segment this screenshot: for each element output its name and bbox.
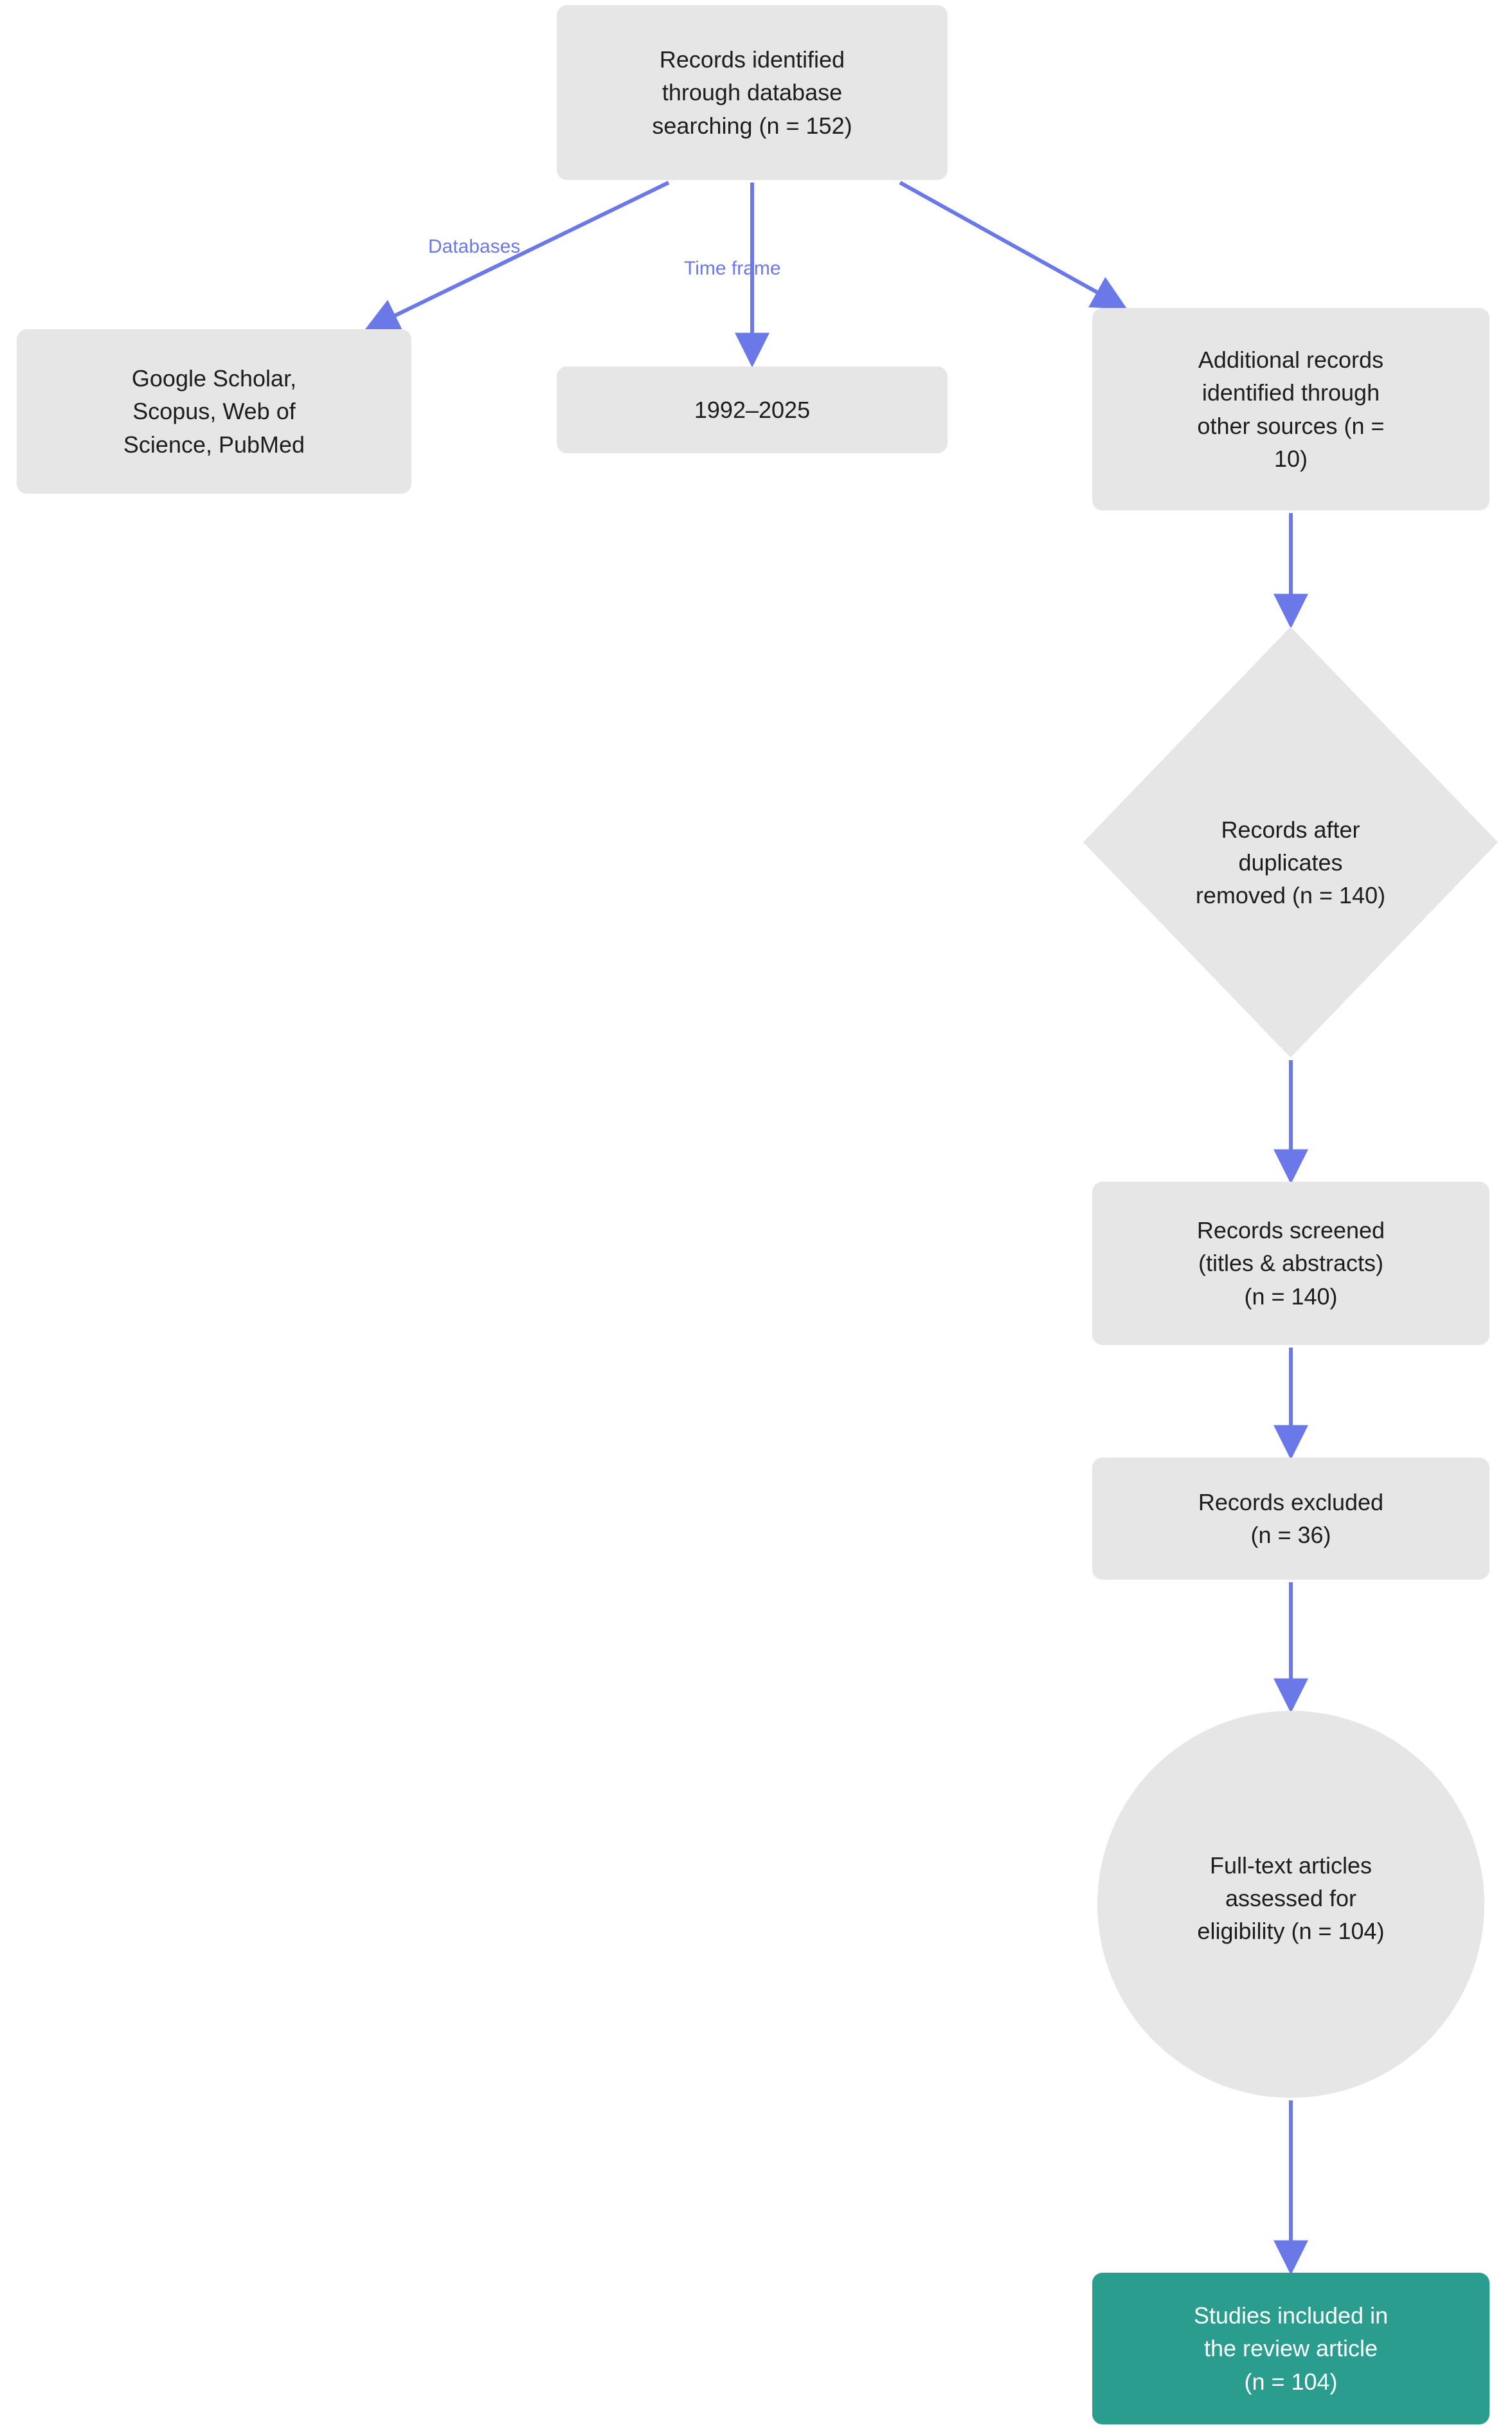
node-records-screened[interactable]: Records screened (titles & abstracts) (n… [1092,1182,1490,1345]
node-records-screened-label: Records screened (titles & abstracts) (n… [1196,1217,1385,1310]
node-additional-records-label: Additional records identified through ot… [1197,347,1385,472]
node-duplicates-removed-label: Records after duplicates removed (n = 14… [1195,817,1386,909]
edge-identified-to-additional [899,181,1128,309]
node-full-text-assessed-label: Full-text articles assessed for eligibil… [1197,1852,1385,1945]
node-records-identified-label: Records identified through database sear… [652,46,852,139]
node-duplicates-removed[interactable]: Records after duplicates removed (n = 14… [1083,627,1498,1058]
node-records-excluded-label: Records excluded (n = 36) [1198,1488,1384,1548]
node-databases[interactable]: Google Scholar, Scopus, Web of Science, … [17,329,411,494]
node-studies-included[interactable]: Studies included in the review article (… [1092,2273,1490,2424]
node-studies-included-label: Studies included in the review article (… [1193,2302,1389,2395]
edge-label-databases: Databases [428,236,521,257]
node-additional-records[interactable]: Additional records identified through ot… [1092,308,1490,510]
node-time-frame[interactable]: 1992–2025 [557,366,948,453]
edge-label-time-frame: Time frame [684,258,781,279]
node-time-frame-label: 1992–2025 [694,396,811,423]
edge-identified-to-databases [364,181,670,331]
node-records-excluded[interactable]: Records excluded (n = 36) [1092,1457,1490,1580]
node-records-identified[interactable]: Records identified through database sear… [557,5,948,180]
node-full-text-assessed[interactable]: Full-text articles assessed for eligibil… [1097,1711,1484,2098]
node-databases-label: Google Scholar, Scopus, Web of Science, … [123,365,305,458]
